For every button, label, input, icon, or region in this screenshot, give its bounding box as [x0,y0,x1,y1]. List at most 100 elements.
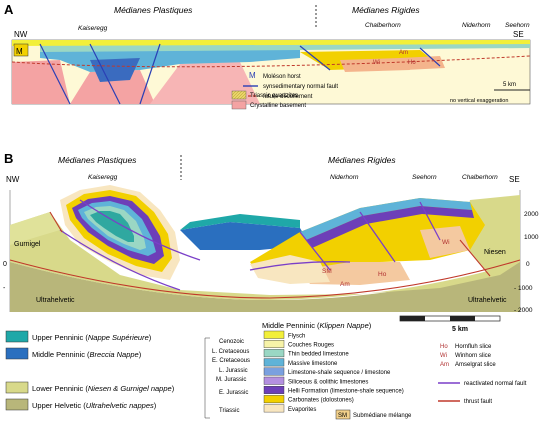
scale-b-label: 5 km [452,326,468,333]
se-a: SE [513,30,524,39]
left-tick-1: - [3,285,6,292]
legend: Upper Penninic (Nappe Supérieure) Middle… [5,321,527,420]
normal-faults-a [39,43,441,105]
sm-swatch [335,409,351,420]
strat-label-7: Carbonates (dolostones) [288,398,354,404]
loc-a-kaiseregg: Kaiseregg [78,25,108,32]
strat-swatch-1 [263,340,285,348]
unit-niesen: Niesen [484,249,506,256]
legend-basement: Crystalline basement [250,103,306,109]
loc-a-seehorn: Seehorn [505,22,530,29]
rigides-massive [300,198,472,240]
panel-a-title-left: Médianes Plastiques [114,5,193,15]
strat-label-5: Siliceous & oolithic limestones [288,379,368,385]
unit-ultrahelvetic-right: Ultrahelvetic [468,297,507,304]
slice-a-ho: Ho [408,60,416,66]
right-tick-1000: 1000 [524,234,539,241]
strat-swatch-2 [263,349,285,358]
strat-swatch-7 [263,395,285,404]
swatch-upper-penninic [5,330,29,343]
unit-ultrahelvetic-left: Ultrahelvetic [36,297,75,304]
ultrahelvetic-base [10,262,520,312]
scale-bar-b-seg [400,316,425,321]
moleson-box-a [13,43,29,57]
age-1: L. Cretaceous [212,349,249,355]
strat-label-8: Evaporites [288,407,316,413]
panel-a: A Médianes Plastiques Médianes Rigides M… [4,2,531,110]
loc-b-niderhorn: Niderhorn [330,174,359,181]
strat-swatch-3 [263,358,285,367]
slice-a-wi: Wi [373,60,380,66]
basement-left [12,60,70,104]
scale-a-note: no vertical exaggeration [450,98,508,104]
swatch-lower-penninic [5,381,29,394]
right-tick-0: 0 [526,261,530,268]
age-2: E. Cretaceous [212,358,250,364]
strat-swatch-8 [263,404,285,413]
strat-label-4: Limestone-shale sequence / limestone [288,370,391,376]
rigides-helli [306,206,474,248]
se-b: SE [509,175,520,184]
loc-b-kaiseregg: Kaiseregg [88,174,118,181]
legend-quartzites: Triassic quartzites [250,93,298,99]
basement-mid [70,70,155,104]
rigides-carbonates [250,198,485,276]
legend-middle-penninic: Middle Penninic (Breccia Nappe) [32,350,142,359]
loc-a-niderhorn: Niderhorn [462,22,491,29]
age-column: Cenozoic L. Cretaceous E. Cretaceous L. … [212,339,250,414]
deep-basin [90,58,140,82]
panel-a-title-right: Médianes Rigides [352,5,420,15]
right-tick-m1000: - 1000 [514,285,533,292]
slice-ho-abbr: Ho [440,344,448,350]
wi-slice-a [340,58,410,72]
age-4: M. Jurassic [216,377,246,383]
sm-box-label: SM [338,413,347,419]
legend-reactivated: reactivated normal fault [464,381,527,387]
age-6: Triassic [219,408,239,414]
scale-bar-b-seg2 [450,316,475,321]
strat-label-0: Flysch [288,333,305,339]
slice-b-am: Am [340,281,350,288]
decollement-line-a [11,55,531,68]
panel-a-label: A [4,2,14,17]
gurnigel-wedge [10,212,60,245]
moleson-symbol: M [249,71,256,80]
slice-wi-abbr: Wi [440,353,447,359]
panel-b-label: B [4,151,13,166]
legend-quartzite-swatch [231,90,247,100]
panel-b: B Médianes Plastiques Médianes Rigides N… [3,151,539,333]
left-tick-0: 0 [3,261,7,268]
loc-b-seehorn: Seehorn [412,174,437,181]
slice-a-am: Am [399,50,408,56]
legend-thrust: thrust fault [464,399,492,405]
scale-a-label: 5 km [503,82,516,88]
age-3: L. Jurassic [219,368,248,374]
panel-b-title-left: Médianes Plastiques [58,155,137,165]
slice-b-ho: Ho [378,271,387,278]
nw-b: NW [6,175,20,184]
wi-slice-b [420,226,470,258]
legend-decollement: future décollement [263,94,313,100]
unit-gurnigel: Gurnigel [14,241,41,248]
strat-swatch-0 [263,330,285,339]
upper-penninic [180,214,300,230]
strat-label-3: Massive limestone [288,361,338,367]
loc-a-chalberhorn: Chalberhorn [365,22,401,29]
swatch-upper-helvetic [5,398,29,411]
moleson-box-a-label: M [16,47,23,56]
strat-swatch-4 [263,367,285,376]
reactivated-faults-b [59,199,441,291]
slice-wi-name: Winhorn slice [455,353,492,359]
legend-basement-swatch [231,100,247,110]
strat-label-1: Couches Rouges [288,343,334,349]
slice-b-wi: Wi [442,239,450,246]
legend-moleson: Moléson horst [263,74,301,80]
age-0: Cenozoic [219,339,244,345]
legend-upper-penninic: Upper Penninic (Nappe Supérieure) [32,333,152,342]
right-tick-m2000: - 2000 [514,307,533,314]
klippen-title: Middle Penninic (Klippen Nappe) [262,321,372,330]
breccia-nappe [180,222,310,250]
strat-label-6: Helli Formation (limestone-shale sequenc… [288,389,404,395]
